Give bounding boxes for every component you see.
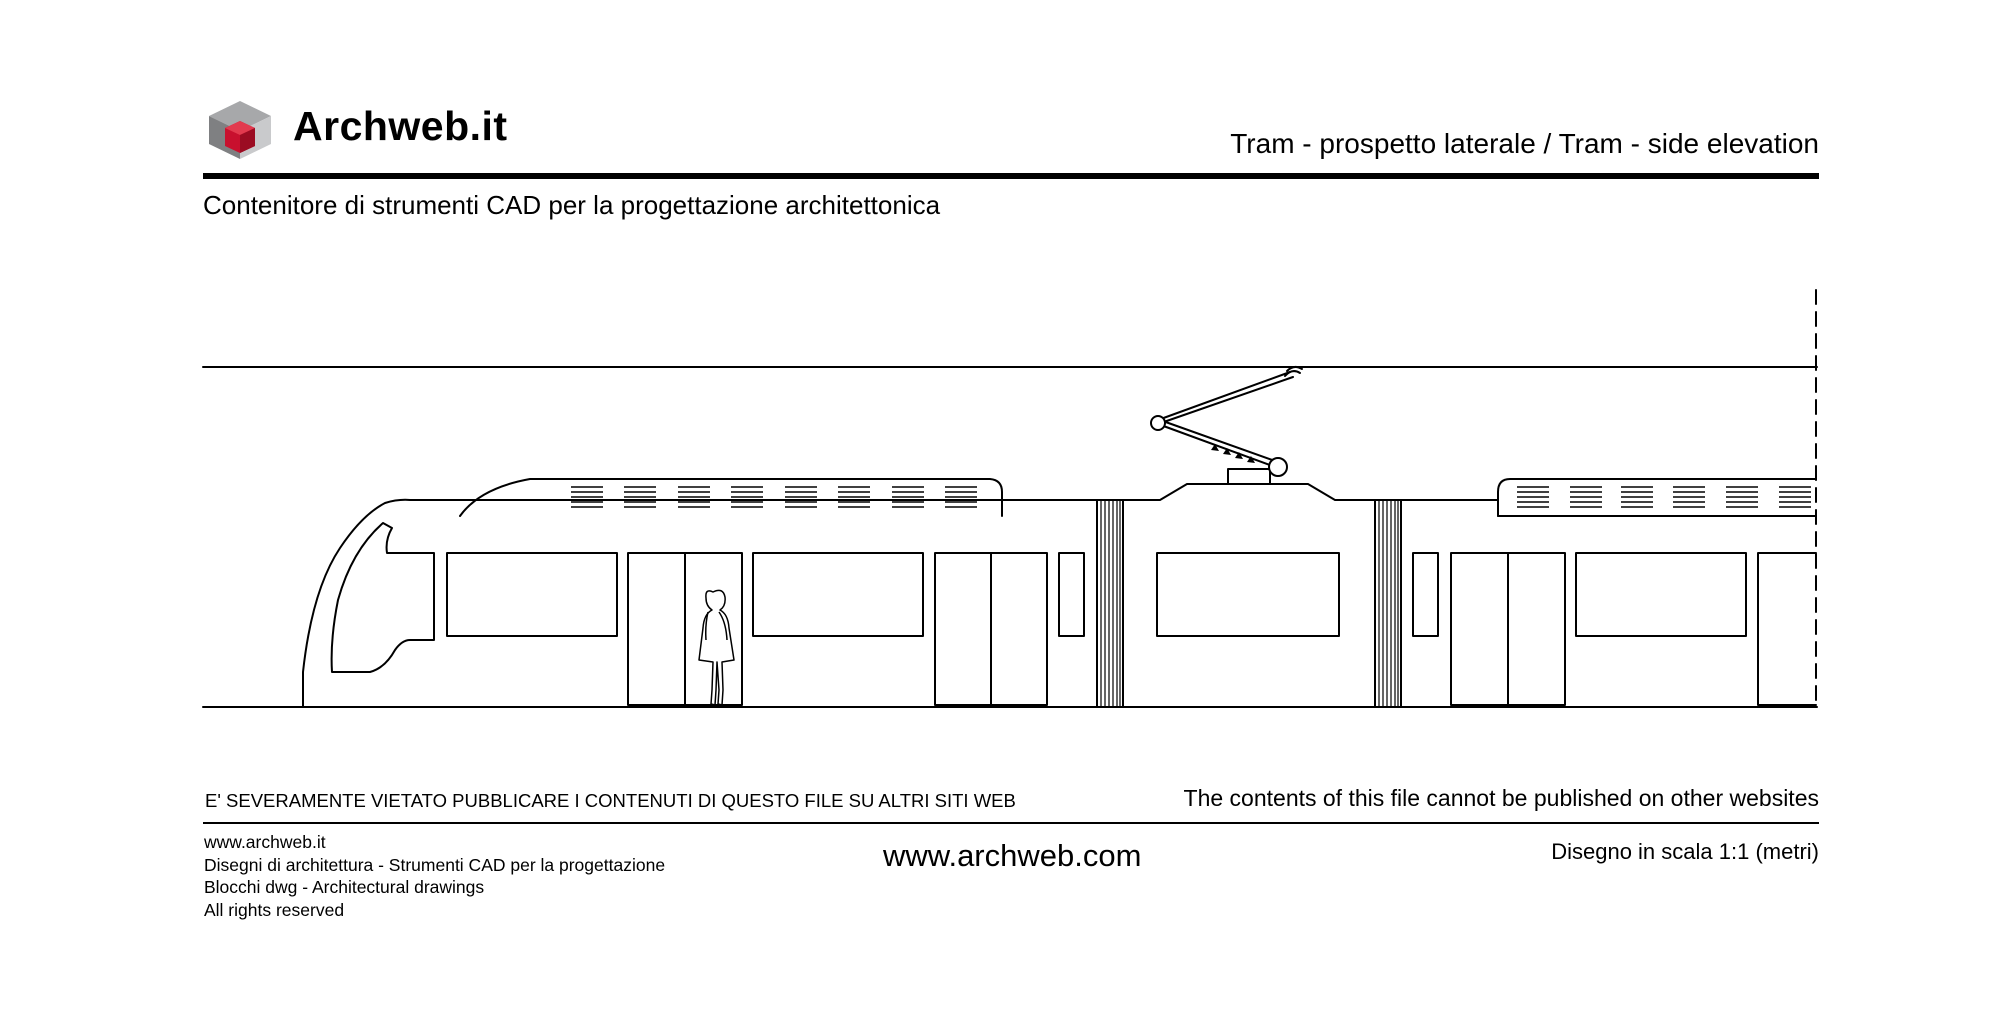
window xyxy=(1156,552,1340,637)
footer-line: Disegni di architettura - Strumenti CAD … xyxy=(204,854,666,875)
archweb-logo-icon xyxy=(209,101,271,159)
door-right xyxy=(990,552,1048,706)
footer-rule xyxy=(203,822,1819,824)
pantograph-joint xyxy=(1268,457,1288,477)
passenger-figure xyxy=(698,589,735,706)
roof-vent xyxy=(945,486,977,508)
header-rule xyxy=(203,173,1819,179)
door-left xyxy=(627,552,686,706)
front-car-body xyxy=(302,498,1102,708)
small-window xyxy=(1058,552,1085,637)
door-left xyxy=(1450,552,1509,706)
rear-car-body xyxy=(1400,478,1817,501)
roof-vent xyxy=(678,486,710,508)
footer-credits: www.archweb.it Disegni di architettura -… xyxy=(204,831,665,921)
pantograph-head xyxy=(1284,370,1301,377)
small-window xyxy=(1412,552,1439,637)
pantograph-lower-arm xyxy=(1157,423,1279,469)
drawing-scale: Disegno in scala 1:1 (metri) xyxy=(1551,839,1819,864)
door-partial xyxy=(1757,552,1817,706)
footer-line: All rights reserved xyxy=(204,899,345,920)
door-right xyxy=(1507,552,1566,706)
articulation-bellows xyxy=(1374,499,1402,708)
roof-vent xyxy=(838,486,870,508)
roof-vent xyxy=(571,486,603,508)
roof-vent xyxy=(1517,486,1549,508)
copyright-warning-english: The contents of this file cannot be publ… xyxy=(1183,785,1819,811)
roof-vent xyxy=(1570,486,1602,508)
brand-name: Archweb.it xyxy=(293,103,508,149)
windshield xyxy=(330,522,435,673)
copyright-warning-italian: E' SEVERAMENTE VIETATO PUBBLICARE I CONT… xyxy=(205,790,1016,811)
roof-vent xyxy=(731,486,763,508)
drawing-title: Tram - prospetto laterale / Tram - side … xyxy=(1230,128,1819,159)
roof-vent xyxy=(1621,486,1653,508)
roof-vent xyxy=(1673,486,1705,508)
door-left xyxy=(934,552,992,706)
header-subtitle: Contenitore di strumenti CAD per la prog… xyxy=(203,190,941,220)
middle-section-roof xyxy=(1122,483,1376,501)
footer-line: www.archweb.it xyxy=(204,832,326,852)
roof-vent xyxy=(624,486,656,508)
pantograph-upper-arm xyxy=(1157,376,1294,425)
window xyxy=(752,552,924,637)
footer-url-link[interactable]: www.archweb.com xyxy=(883,838,1142,873)
roof-vent xyxy=(785,486,817,508)
roof-vent xyxy=(892,486,924,508)
pantograph-base xyxy=(1227,468,1271,485)
roof-fairing-front xyxy=(459,478,1003,517)
pantograph-joint xyxy=(1150,415,1166,431)
roof-vent xyxy=(1779,486,1811,508)
articulation-bellows xyxy=(1096,499,1124,708)
footer-line: Blocchi dwg - Architectural drawings xyxy=(204,877,485,897)
roof-vent xyxy=(1726,486,1758,508)
window xyxy=(446,552,618,637)
window xyxy=(1575,552,1747,637)
